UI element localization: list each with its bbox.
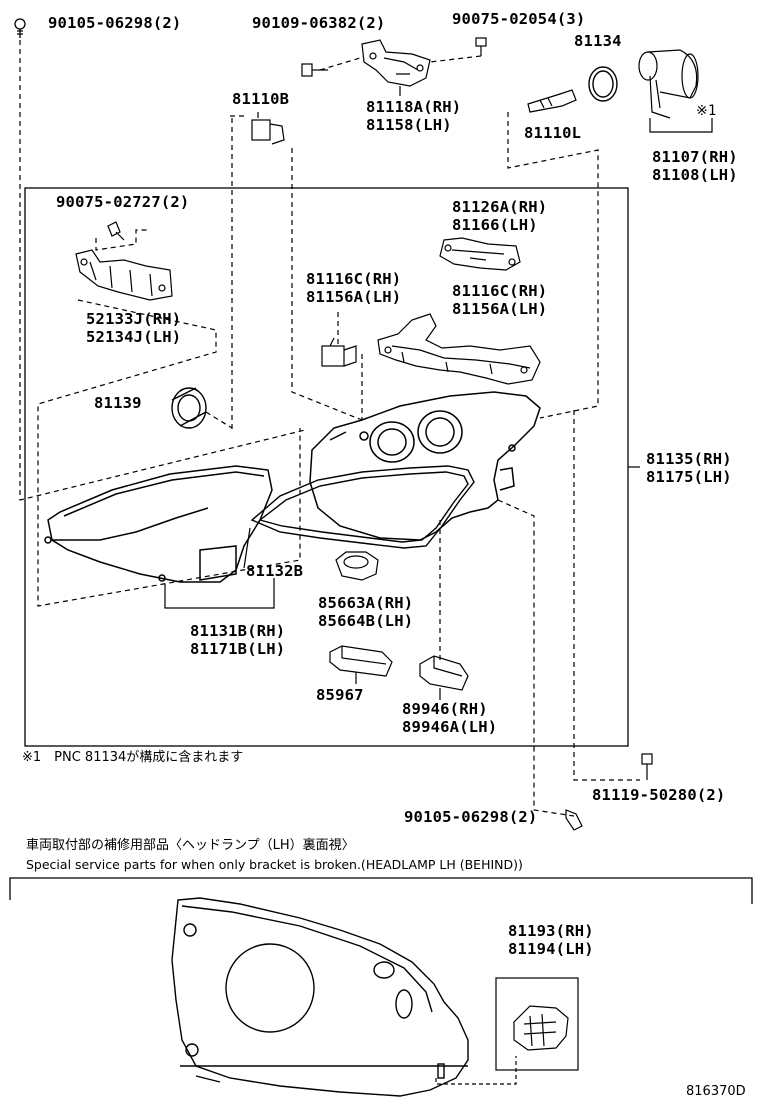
bottom-frame [9,877,753,904]
leader-90105-top [19,40,306,501]
part-number-52134j-lh: 52134J(LH) [86,328,182,346]
part-number-81171b-lh: 81171B(LH) [190,640,286,658]
bolt-90109 [301,63,328,77]
part-number-81194-lh: 81194(LH) [508,940,594,958]
screw-90105-top [14,18,26,38]
part-number-81193-rh: 81193(RH) [508,922,594,940]
module-81116c-left [321,337,357,367]
detail-box-81193 [495,977,579,1071]
module-85967 [329,645,393,677]
screw-90105-bottom [565,809,583,831]
part-number-81110l: 81110L [524,124,582,142]
part-number-81126a-rh: 81126A(RH) [452,198,548,216]
screw-90075-02727 [107,221,125,241]
part-number-85967: 85967 [316,686,364,704]
bulb-81110l [527,89,577,113]
pnc-footnote: ※1 PNC 81134が構成に含まれます [22,750,244,765]
footnote-mark-1: ※1 [696,103,717,119]
ring-81134 [588,66,618,102]
socket-81107 [638,49,699,119]
part-number-85664b-lh: 85664B(LH) [318,612,414,630]
part-number-81175-lh: 81175(LH) [646,468,732,486]
part-number-81139: 81139 [94,394,142,412]
module-85663a [335,551,379,581]
part-number-90105-06298-top: 90105-06298(2) [48,14,182,32]
part-number-81107-rh: 81107(RH) [652,148,738,166]
part-number-90109-06382: 90109-06382(2) [252,14,386,32]
part-number-81116c-rh-a: 81116C(RH) [306,270,402,288]
service-parts-title-en: Special service parts for when only brac… [26,857,523,872]
bracket-52133j [75,249,173,301]
part-number-81119-50280: 81119-50280(2) [592,786,726,804]
module-89946 [419,655,469,691]
part-number-90105-06298-bottom: 90105-06298(2) [404,808,538,826]
part-number-81116c-rh-b: 81116C(RH) [452,282,548,300]
housing-81135 [309,391,541,541]
bolt-81119 [641,753,653,780]
part-number-81134: 81134 [574,32,622,50]
ring-81139 [171,387,207,429]
part-number-90075-02727: 90075-02727(2) [56,193,190,211]
part-number-85663a-rh: 85663A(RH) [318,594,414,612]
service-parts-title-jp: 車両取付部の補修用部品〈ヘッドランプ（LH）裏面視〉 [26,838,355,853]
part-number-89946-rh: 89946(RH) [402,700,488,718]
part-number-81132b: 81132B [246,562,304,580]
bracket-81193 [513,1005,569,1051]
bulb-81110b [251,112,285,145]
part-number-81158-lh: 81158(LH) [366,116,452,134]
part-number-81166-lh: 81166(LH) [452,216,538,234]
part-number-81135-rh: 81135(RH) [646,450,732,468]
bracket-81116c-right [377,313,541,385]
part-number-81110b: 81110B [232,90,290,108]
part-number-81156a-lh-b: 81156A(LH) [452,300,548,318]
part-number-90075-02054: 90075-02054(3) [452,10,586,28]
part-number-81108-lh: 81108(LH) [652,166,738,184]
bracket-81126a [439,237,521,271]
part-number-81118a-rh: 81118A(RH) [366,98,462,116]
gasket-81132b [250,465,475,549]
screw-90075-02054 [475,37,487,56]
part-number-81131b-rh: 81131B(RH) [190,622,286,640]
headlamp-lh-behind [171,897,469,1097]
bracket-81118a [361,39,431,87]
lens-81131b [44,465,273,583]
part-number-89946a-lh: 89946A(LH) [402,718,498,736]
illustration-code: 816370D [686,1084,746,1099]
part-number-81156a-lh-a: 81156A(LH) [306,288,402,306]
part-number-52133j-rh: 52133J(RH) [86,310,182,328]
